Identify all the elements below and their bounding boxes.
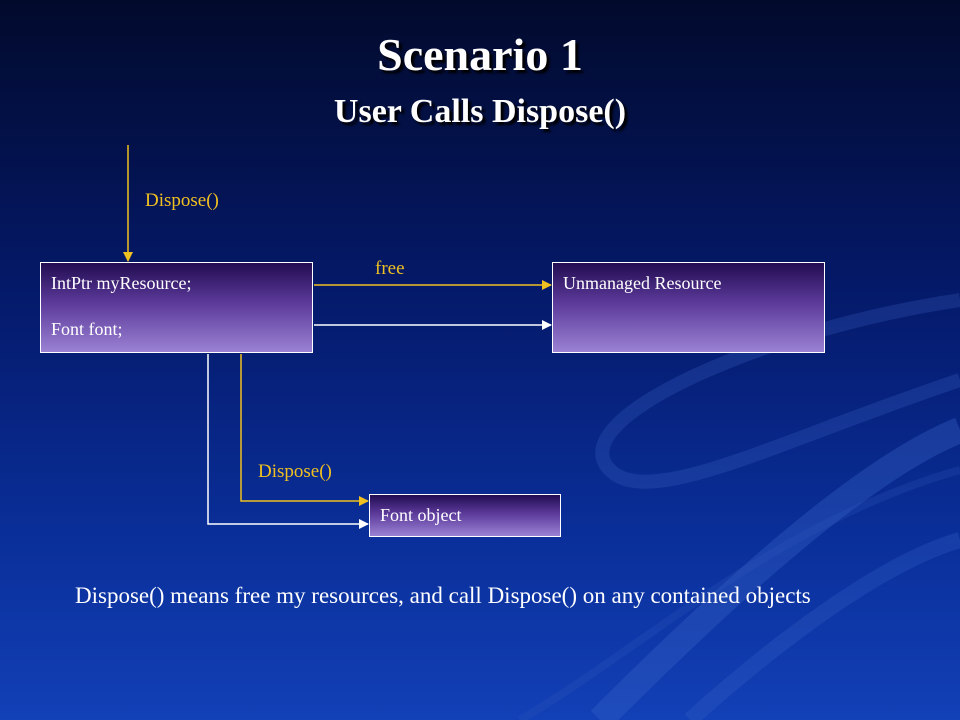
font-dispose-label: Dispose() [258,461,332,482]
slide-title: Scenario 1 [377,29,583,80]
unmanaged-resource-box: Unmanaged Resource [552,262,825,353]
font-object-box: Font object [369,494,561,537]
font-reference-arrow [207,354,369,529]
font-dispose-arrow [240,354,369,506]
myresource-field: IntPtr myResource; [51,273,192,293]
font-field: Font font; [51,319,123,339]
slide-subtitle: User Calls Dispose() [333,93,627,130]
entry-dispose-label: Dispose() [145,190,219,211]
free-label: free [375,258,405,279]
font-object-label: Font object [380,505,462,525]
slide-caption: Dispose() means free my resources, and c… [75,583,811,608]
owner-object-box: IntPtr myResource; Font font; [40,262,313,353]
unmanaged-resource-label: Unmanaged Resource [563,273,722,293]
